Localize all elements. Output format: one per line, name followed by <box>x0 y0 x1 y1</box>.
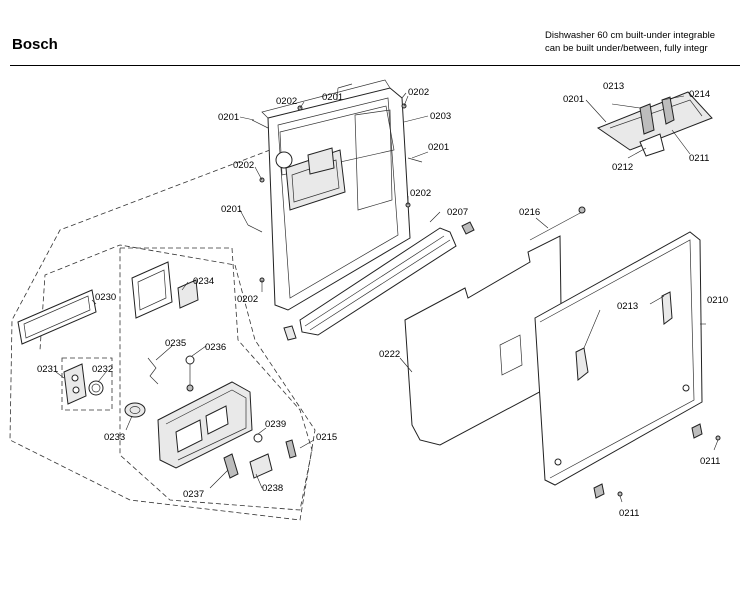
callout-0234: 0234 <box>193 276 214 287</box>
callout-0237: 0237 <box>183 489 204 500</box>
callout-0201-left: 0201 <box>218 112 239 123</box>
filter-cover <box>131 261 199 319</box>
brand-name: Bosch <box>12 36 58 53</box>
callout-0211-right: 0211 <box>700 456 720 467</box>
insulation-panel <box>404 235 563 446</box>
callout-0233: 0233 <box>104 432 125 443</box>
relay-block <box>249 453 273 479</box>
callout-0214: 0214 <box>689 89 710 100</box>
callout-0201-top: 0201 <box>322 92 343 103</box>
dispenser-frame <box>17 289 97 345</box>
callout-0235: 0235 <box>165 338 186 349</box>
callout-0231: 0231 <box>37 364 58 375</box>
callout-0202-bottom: 0202 <box>237 294 258 305</box>
model-description-line-2: can be built under/between, fully integr <box>545 43 708 54</box>
connector-pin <box>285 439 297 459</box>
callout-0202-left: 0202 <box>233 160 254 171</box>
callout-0239: 0239 <box>265 419 286 430</box>
control-module <box>157 381 253 469</box>
callout-0213-door: 0213 <box>617 301 638 312</box>
callout-0212: 0212 <box>612 162 633 173</box>
terminal-clip <box>223 453 239 479</box>
callout-0210: 0210 <box>707 295 728 306</box>
model-description-line-1: Dishwasher 60 cm built-under integrable <box>545 30 716 41</box>
mounting-bracket-set <box>596 91 713 157</box>
screw-0211-left <box>617 491 623 497</box>
lid-seal-ring <box>88 380 104 396</box>
inner-detail-boundary <box>61 357 113 411</box>
callout-0201-right: 0201 <box>428 142 449 153</box>
model-description: Dishwasher 60 cm built-under integrable … <box>545 29 715 55</box>
callout-0236: 0236 <box>205 342 226 353</box>
callout-0201-bracket: 0201 <box>563 94 584 105</box>
header-rule <box>10 65 740 66</box>
callout-0201-left-lower: 0201 <box>221 204 242 215</box>
callout-0207: 0207 <box>447 207 468 218</box>
callout-0211-bottom: 0211 <box>619 508 639 519</box>
inner-door-panel <box>261 79 411 311</box>
callout-0202-right: 0202 <box>410 188 431 199</box>
callout-0203: 0203 <box>430 111 451 122</box>
bottom-clip-right <box>691 423 703 439</box>
dispenser-lid <box>63 363 87 405</box>
sensor-pin <box>185 355 195 392</box>
callout-0215: 0215 <box>316 432 337 443</box>
diagram-header: Bosch Dishwasher 60 cm built-under integ… <box>0 0 750 66</box>
brace-rod <box>529 211 583 241</box>
lid-seal-ring-inner <box>91 383 101 393</box>
door-trim-rail <box>283 221 475 341</box>
callout-0230: 0230 <box>95 292 116 303</box>
callout-leaders <box>55 87 719 503</box>
screw-0211-right <box>715 435 721 441</box>
rinse-aid-cap <box>124 402 146 418</box>
callout-0202-top-right: 0202 <box>408 87 429 98</box>
spring-wire <box>147 357 159 385</box>
bottom-clip-left <box>593 483 605 499</box>
callout-0238: 0238 <box>262 483 283 494</box>
control-module-boundary <box>119 247 313 511</box>
brace-rod-end <box>578 206 586 214</box>
callout-0202-top: 0202 <box>276 96 297 107</box>
outer-door-panel <box>534 231 703 486</box>
callout-0222: 0222 <box>379 349 400 360</box>
callout-0232: 0232 <box>92 364 113 375</box>
callout-0216: 0216 <box>519 207 540 218</box>
callout-0211-bracket: 0211 <box>689 153 709 164</box>
small-spacer <box>253 433 263 443</box>
callout-0213-top: 0213 <box>603 81 624 92</box>
